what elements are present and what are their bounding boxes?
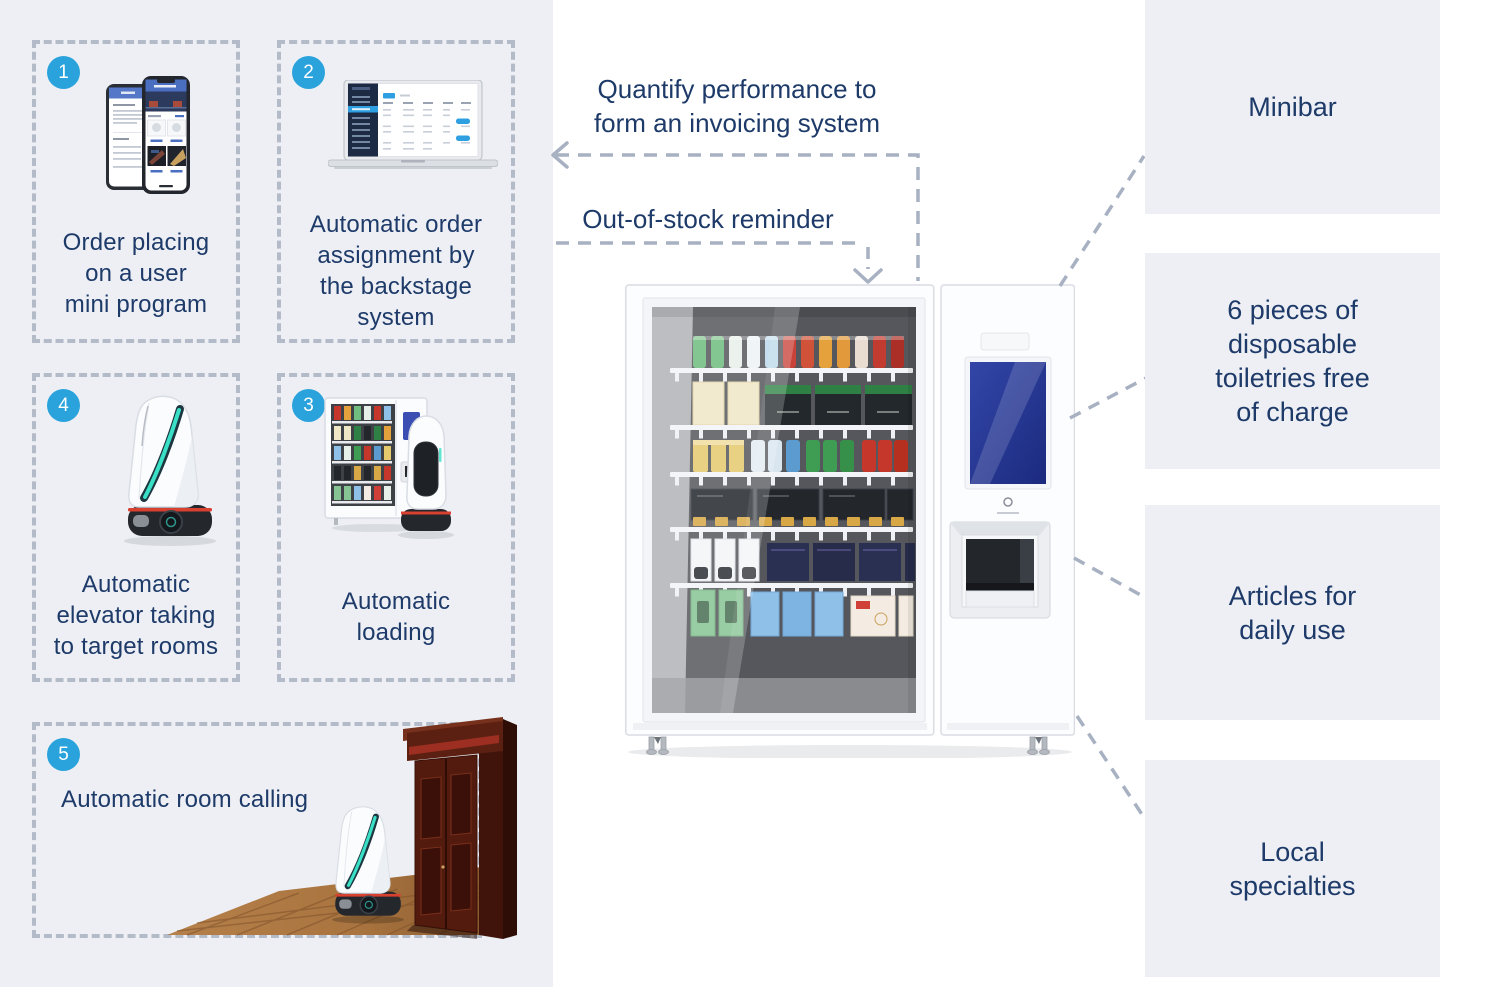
step-1-badge: 1 — [47, 56, 80, 89]
feature-label-line: specialties — [1229, 870, 1356, 901]
machine-ground-shadow — [628, 745, 1072, 758]
caption-line: loading — [356, 619, 436, 646]
caption-line: elevator taking — [56, 602, 216, 629]
feature-label-line: Local — [1260, 836, 1325, 867]
machine-feet — [646, 736, 1050, 755]
shelf-6-boxes — [690, 589, 914, 637]
loading-robot — [398, 415, 454, 539]
room-door — [403, 717, 517, 939]
back-phone — [106, 84, 150, 190]
caption-line: to target rooms — [53, 633, 219, 660]
vending-machine-image — [625, 284, 1075, 758]
step-4-caption: Automatic elevator taking to target room… — [36, 569, 236, 662]
backstage-laptop-image — [328, 80, 498, 169]
machine-shelf-products — [652, 307, 916, 713]
step-4-badge: 4 — [47, 389, 80, 422]
machine-left-cabinet — [625, 284, 935, 736]
caption-line: Automatic — [81, 571, 191, 598]
caption-line: Order placing — [62, 229, 210, 256]
step-2-caption: Automatic order assignment by the backst… — [281, 209, 511, 333]
quantify-callout-label: Quantify performance to form an invoicin… — [556, 72, 918, 140]
shelf-1-cans — [693, 336, 904, 368]
feature-connector-toiletries — [1069, 376, 1147, 420]
feature-label-line: Minibar — [1248, 92, 1337, 122]
caption-line: on a user — [85, 260, 187, 287]
feature-label-line: disposable — [1227, 329, 1358, 359]
shelf-4-black-boxes — [690, 488, 914, 526]
machine-card-reader — [980, 332, 1030, 351]
feature-connector-daily-articles — [1073, 556, 1147, 600]
step-card-5: 5 — [32, 717, 517, 939]
feature-box-minibar: Minibar — [1145, 0, 1440, 214]
feature-label-line: of charge — [1236, 397, 1349, 427]
mini-vending-machine — [324, 397, 428, 532]
feature-connector-minibar — [1058, 155, 1146, 287]
feature-label-line: toiletries free — [1215, 363, 1370, 393]
feature-connector-local-specialties — [1075, 715, 1145, 817]
step-card-1: 1 — [32, 40, 240, 343]
shelf-5-boxes — [690, 538, 915, 582]
callout-line: Out-of-stock reminder — [582, 204, 834, 234]
caption-line: Automatic room calling — [61, 786, 309, 813]
step-5-badge: 5 — [47, 738, 80, 771]
callout-line: form an invoicing system — [593, 108, 881, 138]
step-card-4: 4 Automatic elevator taking to target ro… — [32, 373, 240, 682]
feature-label-line: daily use — [1239, 614, 1346, 645]
caption-line: Automatic — [341, 588, 451, 615]
callout-line: Quantify performance to — [597, 74, 877, 104]
feature-box-daily-articles: Articles for daily use — [1145, 505, 1440, 720]
step-3-badge: 3 — [292, 389, 325, 422]
feature-box-toiletries: 6 pieces of disposable toiletries free o… — [1145, 253, 1440, 469]
robot-figure — [124, 395, 216, 546]
step-5-caption: Automatic room calling — [61, 784, 308, 815]
step-card-2: 2 — [277, 40, 515, 343]
feature-box-local-specialties: Local specialties — [1145, 760, 1440, 977]
laptop-base — [328, 159, 498, 169]
laptop-screen — [343, 80, 483, 161]
robot-at-door-image — [167, 717, 517, 939]
glass-reflection — [652, 307, 775, 713]
caption-line: system — [357, 304, 435, 331]
step-card-3: 3 — [277, 373, 515, 682]
machine-logo — [997, 497, 1019, 514]
feature-label-line: Articles for — [1228, 580, 1357, 611]
machine-right-cabinet — [940, 284, 1075, 736]
caption-line: Automatic order — [309, 211, 483, 238]
shelf-3-cans — [693, 440, 908, 472]
caption-line: the backstage — [319, 273, 473, 300]
step-1-caption: Order placing on a user mini program — [36, 227, 236, 320]
outofstock-down-arrowhead — [853, 268, 883, 284]
step-3-caption: Automatic loading — [281, 586, 511, 648]
delivery-robot-image — [124, 395, 216, 546]
calling-robot — [332, 806, 404, 924]
caption-line: mini program — [64, 291, 208, 318]
feature-label-line: 6 pieces of — [1227, 295, 1358, 325]
phone-mini-program-image — [106, 76, 190, 194]
glass-reflection-streak — [720, 307, 800, 713]
quantify-left-arrowhead — [551, 141, 569, 169]
step-2-badge: 2 — [292, 56, 325, 89]
machine-dispenser — [949, 521, 1051, 619]
out-of-stock-callout-label: Out-of-stock reminder — [558, 202, 858, 236]
caption-line: assignment by — [317, 242, 475, 269]
robot-loading-image — [324, 397, 454, 539]
machine-touchscreen — [964, 356, 1052, 490]
front-phone — [142, 76, 190, 194]
